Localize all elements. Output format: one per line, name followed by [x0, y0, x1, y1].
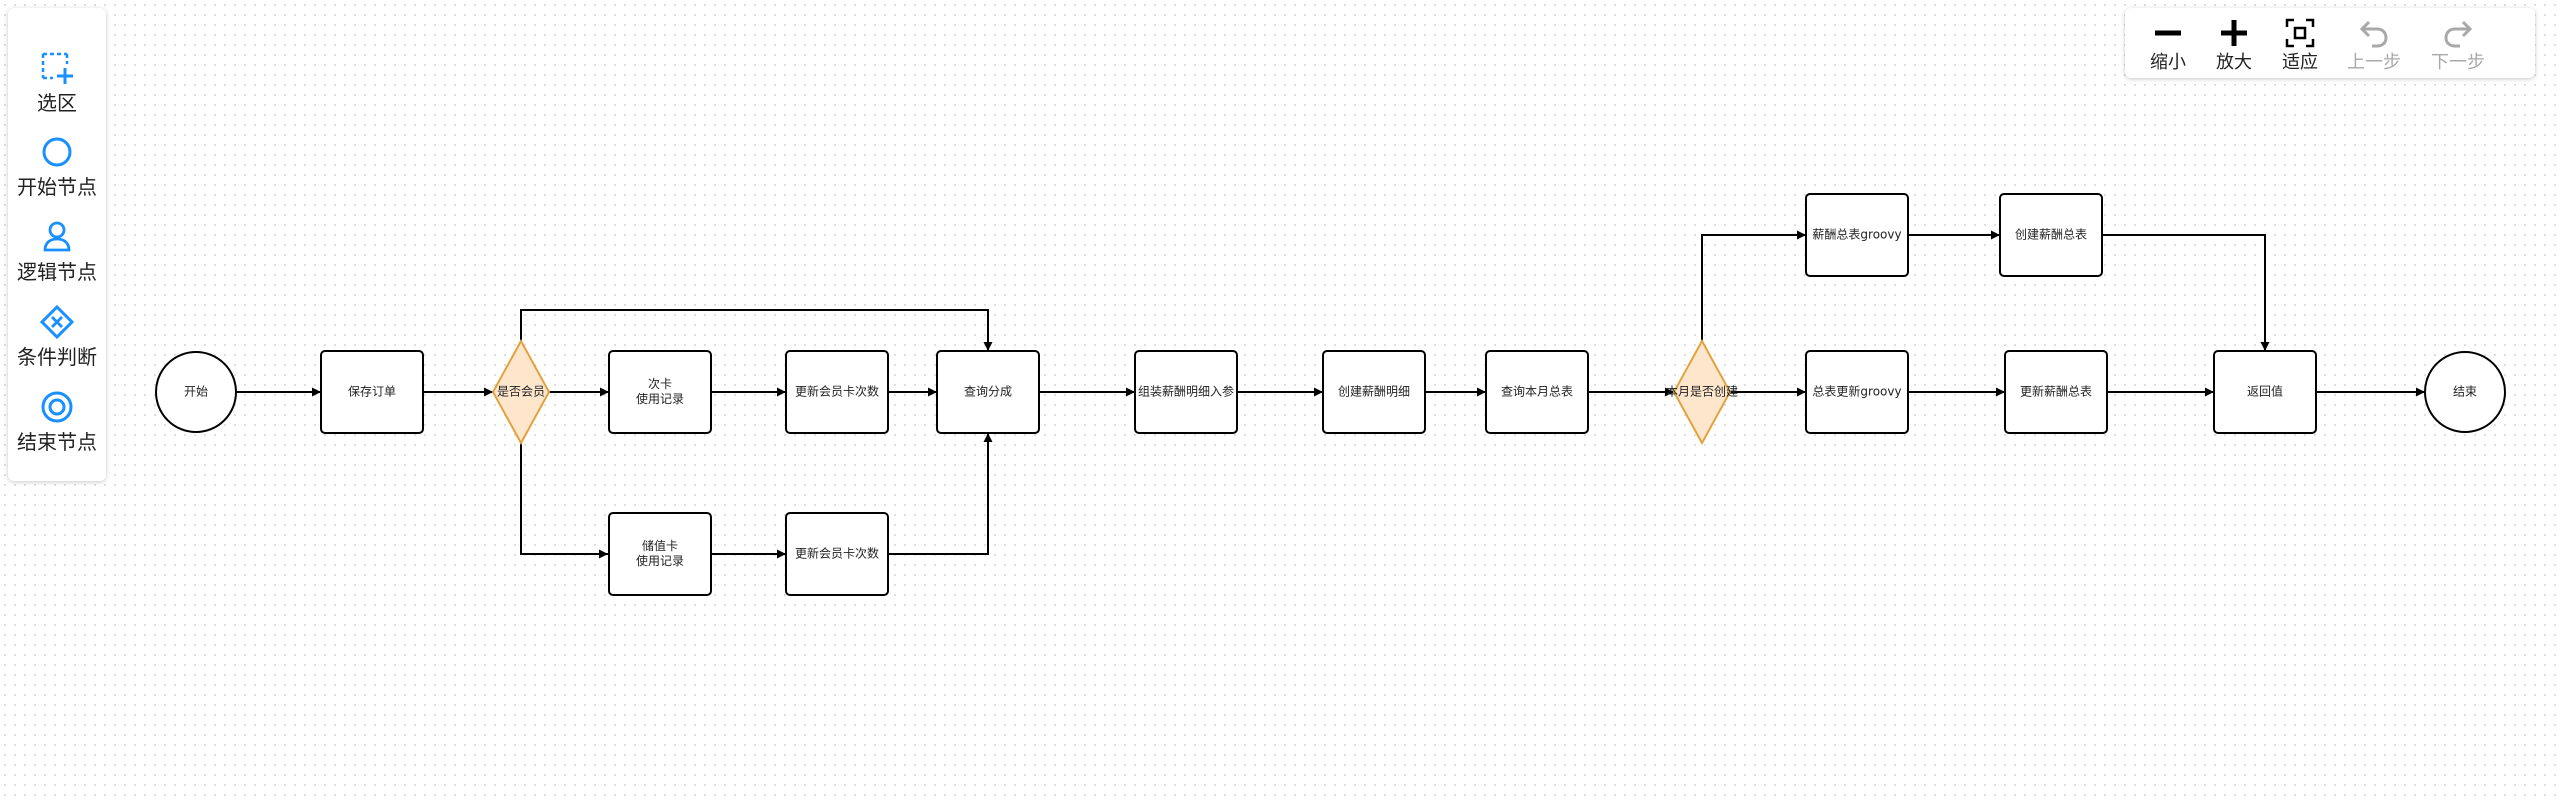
task-node-shape	[608, 350, 712, 434]
task-node-shape	[1805, 350, 1909, 434]
node-label: 组装薪酬明细入参	[1138, 384, 1234, 399]
start-node-shape	[155, 351, 237, 433]
node-createTotal[interactable]: 创建薪酬总表	[1999, 193, 2103, 277]
node-label: 更新会员卡次数	[795, 546, 879, 561]
edge-createTotal-to-ret[interactable]	[2102, 234, 2270, 351]
palette-item-logic-node[interactable]: 逻辑节点	[8, 213, 106, 293]
node-end[interactable]: 结束	[2424, 351, 2506, 433]
node-label: 开始	[184, 385, 208, 399]
zoom-in-button[interactable]: 放大	[2203, 8, 2265, 78]
node-label: 薪酬总表groovy	[1812, 228, 1901, 242]
node-updCount1[interactable]: 更新会员卡次数	[785, 350, 889, 434]
node-label: 查询本月总表	[1501, 385, 1573, 399]
double-circle-icon	[41, 391, 73, 423]
palette-item-condition-node[interactable]: 条件判断	[8, 298, 106, 378]
palette-item-label: 选区	[37, 91, 77, 115]
node-label: 结束	[2453, 385, 2477, 399]
circle-icon	[42, 137, 72, 167]
edge-updCount2-to-query[interactable]	[888, 433, 993, 555]
node-label: 本月是否创建	[1666, 385, 1738, 399]
palette-item-label: 逻辑节点	[17, 260, 97, 284]
node-label: 是否会员	[497, 385, 545, 399]
task-node-shape	[608, 512, 712, 596]
task-node-shape	[936, 350, 1040, 434]
redo-label: 下一步	[2431, 52, 2485, 73]
palette-item-label: 结束节点	[17, 430, 97, 454]
selection-icon	[41, 52, 73, 84]
control-toolbar: 缩小 放大 适应 上一步 下一步	[2125, 8, 2535, 78]
node-label: 保存订单	[348, 385, 396, 399]
zoom-out-button[interactable]: 缩小	[2137, 8, 2199, 78]
edge-monthCreated-to-groovy1[interactable]	[1701, 230, 1806, 341]
node-label: 次卡	[648, 377, 672, 391]
palette-item-end-node[interactable]: 结束节点	[8, 383, 106, 463]
node-monthCreated[interactable]: 本月是否创建	[1666, 338, 1738, 446]
palette-item-start-node[interactable]: 开始节点	[8, 128, 106, 208]
zoom-out-label: 缩小	[2150, 52, 2186, 73]
node-label: 使用记录	[636, 553, 684, 568]
end-node-shape	[2424, 351, 2506, 433]
fit-icon	[2285, 18, 2315, 48]
node-palette: 选区 开始节点 逻辑节点 条件判断 结束节点	[8, 8, 106, 481]
edge-isMember-to-storedUse[interactable]	[520, 443, 608, 559]
node-assemble[interactable]: 组装薪酬明细入参	[1134, 350, 1238, 434]
node-label: 储值卡	[642, 538, 678, 553]
fit-label: 适应	[2282, 52, 2318, 73]
node-isMember[interactable]: 是否会员	[491, 338, 551, 446]
edge-isMember-to-query[interactable]	[520, 309, 993, 351]
fit-button[interactable]: 适应	[2269, 8, 2331, 78]
node-label: 创建薪酬明细	[1338, 385, 1410, 399]
node-start[interactable]: 开始	[155, 351, 237, 433]
task-node-shape	[1322, 350, 1426, 434]
decision-node-shape	[491, 338, 551, 446]
node-updCount2[interactable]: 更新会员卡次数	[785, 512, 889, 596]
node-groovy2[interactable]: 总表更新groovy	[1805, 350, 1909, 434]
task-node-shape	[1999, 193, 2103, 277]
node-label: 查询分成	[964, 385, 1012, 399]
node-query[interactable]: 查询分成	[936, 350, 1040, 434]
diamond-x-icon	[39, 304, 75, 340]
undo-label: 上一步	[2347, 52, 2401, 73]
minus-icon	[2155, 30, 2181, 36]
node-groovy1[interactable]: 薪酬总表groovy	[1805, 193, 1909, 277]
node-label: 更新薪酬总表	[2020, 384, 2092, 399]
node-save[interactable]: 保存订单	[320, 350, 424, 434]
node-ret[interactable]: 返回值	[2213, 350, 2317, 434]
node-label: 创建薪酬总表	[2015, 228, 2087, 242]
task-node-shape	[785, 350, 889, 434]
undo-icon	[2359, 20, 2388, 48]
task-node-shape	[1134, 350, 1238, 434]
redo-icon	[2444, 20, 2473, 48]
undo-button[interactable]: 上一步	[2343, 8, 2405, 78]
node-label: 总表更新groovy	[1812, 384, 1901, 399]
node-createDetail[interactable]: 创建薪酬明细	[1322, 350, 1426, 434]
zoom-in-label: 放大	[2216, 52, 2252, 73]
node-label: 返回值	[2247, 384, 2283, 399]
task-node-shape	[2004, 350, 2108, 434]
node-label: 更新会员卡次数	[795, 384, 879, 399]
decision-node-shape	[1672, 338, 1732, 446]
task-node-shape	[1485, 350, 1589, 434]
palette-item-selection[interactable]: 选区	[8, 44, 106, 124]
node-updTotal[interactable]: 更新薪酬总表	[2004, 350, 2108, 434]
node-queryMonth[interactable]: 查询本月总表	[1485, 350, 1589, 434]
task-node-shape	[1805, 193, 1909, 277]
task-node-shape	[2213, 350, 2317, 434]
nodes-layer: 开始保存订单是否会员次卡使用记录更新会员卡次数储值卡使用记录更新会员卡次数查询分…	[155, 193, 2506, 596]
task-node-shape	[320, 350, 424, 434]
plus-icon	[2221, 20, 2247, 46]
palette-item-label: 开始节点	[17, 175, 97, 199]
redo-button[interactable]: 下一步	[2427, 8, 2489, 78]
user-icon	[43, 221, 71, 252]
palette-item-label: 条件判断	[17, 345, 97, 369]
node-label: 使用记录	[636, 391, 684, 406]
task-node-shape	[785, 512, 889, 596]
edges-layer	[236, 230, 2425, 559]
